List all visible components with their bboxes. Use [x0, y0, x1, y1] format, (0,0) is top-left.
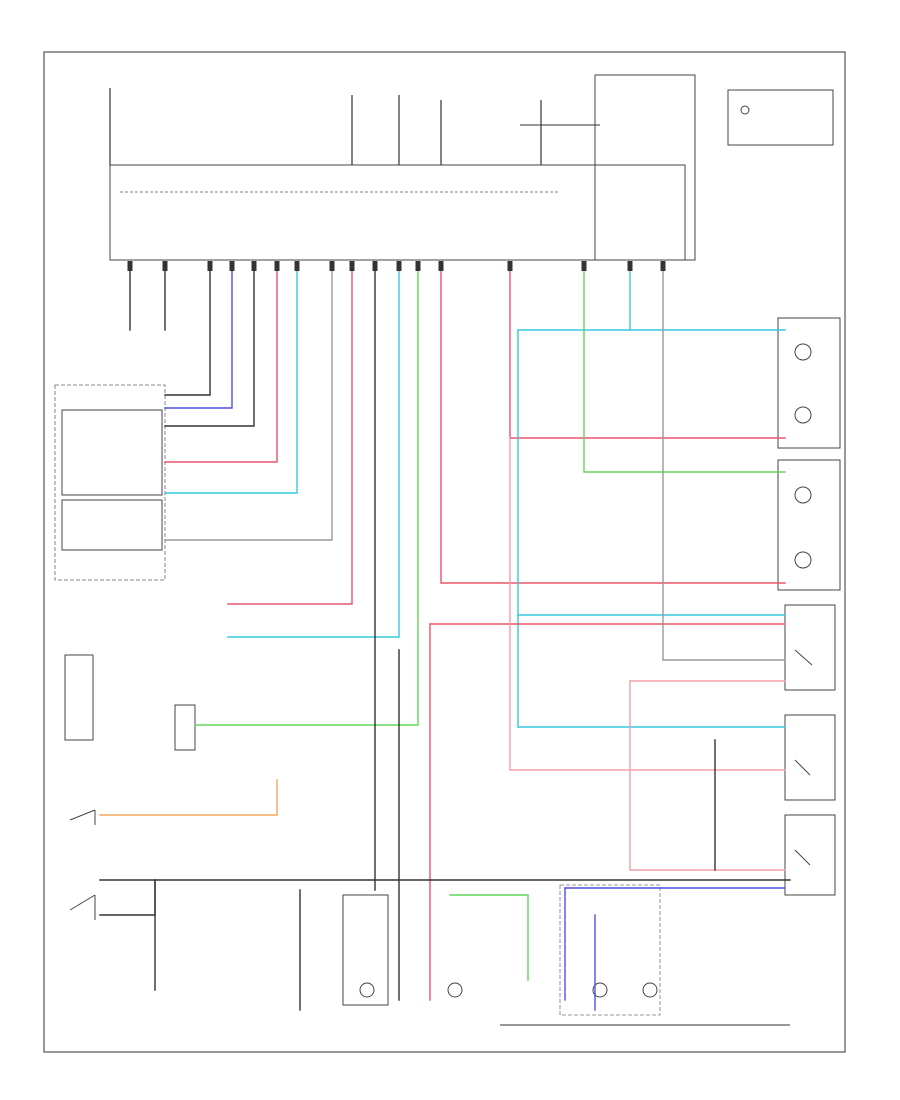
brake-pedal-switch [69, 809, 96, 825]
left-headlight-low-bulb [794, 486, 812, 504]
wire-green-left-headlight [583, 261, 786, 473]
wire-black-left-3 [164, 261, 211, 396]
left-fog-light-bulb [592, 982, 608, 998]
wire-pink-daytime-drop [629, 680, 786, 871]
wire-black-bottom-plug [99, 879, 156, 916]
wire-black-left-4 [164, 261, 255, 427]
fuse-box-terminal-5 [251, 261, 257, 271]
combination-switch-outline [54, 384, 166, 581]
battery-terminal-symbol [740, 105, 750, 115]
central-unit-connector [174, 704, 196, 751]
fuse-box-terminal-3 [207, 261, 213, 271]
fuse-box-terminal-16 [627, 261, 633, 271]
battery-terminal-box [727, 89, 834, 146]
right-fog-light-bulb [642, 982, 658, 998]
headlight-relay-1 [784, 714, 836, 801]
wire-layer [99, 261, 791, 1011]
headlight-switch-box [61, 409, 163, 496]
fuse-box-terminal-13 [438, 261, 444, 271]
left-headlight-high-bulb [794, 551, 812, 569]
fog-light-relay-box [559, 884, 661, 1016]
fuse-box-terminal-7 [294, 261, 300, 271]
wire-red-headlight-low [440, 261, 786, 584]
diagram-frame [43, 51, 846, 1053]
multiplex-control-unit [64, 654, 94, 741]
right-headlight-low-bulb [794, 343, 812, 361]
fuse-box-terminal-15 [581, 261, 587, 271]
wire-blue-switch [164, 261, 233, 409]
fuse-box-terminal-2 [162, 261, 168, 271]
dimmer-switch-box [61, 499, 163, 551]
right-headlight-high-bulb [794, 406, 812, 424]
fuse-box-terminal-8 [329, 261, 335, 271]
wire-red-switch [164, 261, 278, 463]
fuse-box-terminal-4 [229, 261, 235, 271]
headlight-relay-2 [784, 814, 836, 896]
wire-cyan-combination [227, 261, 400, 638]
wire-gray-switch [164, 261, 333, 541]
fuse-box-terminal-9 [349, 261, 355, 271]
under-hood-fuse-box [109, 164, 686, 261]
wire-green-central [194, 261, 419, 726]
parking-brake-switch [69, 894, 96, 920]
fog-switch-contact [794, 649, 813, 666]
wire-pink-relay-low [509, 437, 786, 771]
wire-cyan-fog-relay [517, 329, 786, 728]
fuse-box-terminal-12 [415, 261, 421, 271]
connector-layer [127, 261, 666, 271]
fuse-box-terminal-17 [660, 261, 666, 271]
fuse-box-terminal-1 [127, 261, 133, 271]
headlight-relay-box [594, 74, 696, 261]
left-headlight-assembly [777, 459, 841, 591]
wire-cyan-switch [164, 261, 298, 494]
fuse-box-terminal-10 [372, 261, 378, 271]
fog-indicator-light [447, 982, 463, 998]
wire-orange-brake [99, 779, 278, 816]
wire-red-headlight-right [509, 261, 786, 439]
wire-gray-right [662, 261, 786, 661]
wire-red-combination [227, 261, 353, 605]
relay-1-contact [794, 759, 811, 776]
fog-light-switch-box [784, 604, 836, 691]
fuse-box-terminal-14 [507, 261, 513, 271]
fuse-box-terminal-6 [274, 261, 280, 271]
right-headlight-assembly [777, 317, 841, 449]
relay-2-contact [794, 849, 811, 866]
dash-light-dimmer-box [342, 894, 389, 1006]
wire-green-fog-indicator [449, 894, 529, 981]
fuse-box-terminal-11 [396, 261, 402, 271]
license-plate-light [359, 982, 375, 998]
